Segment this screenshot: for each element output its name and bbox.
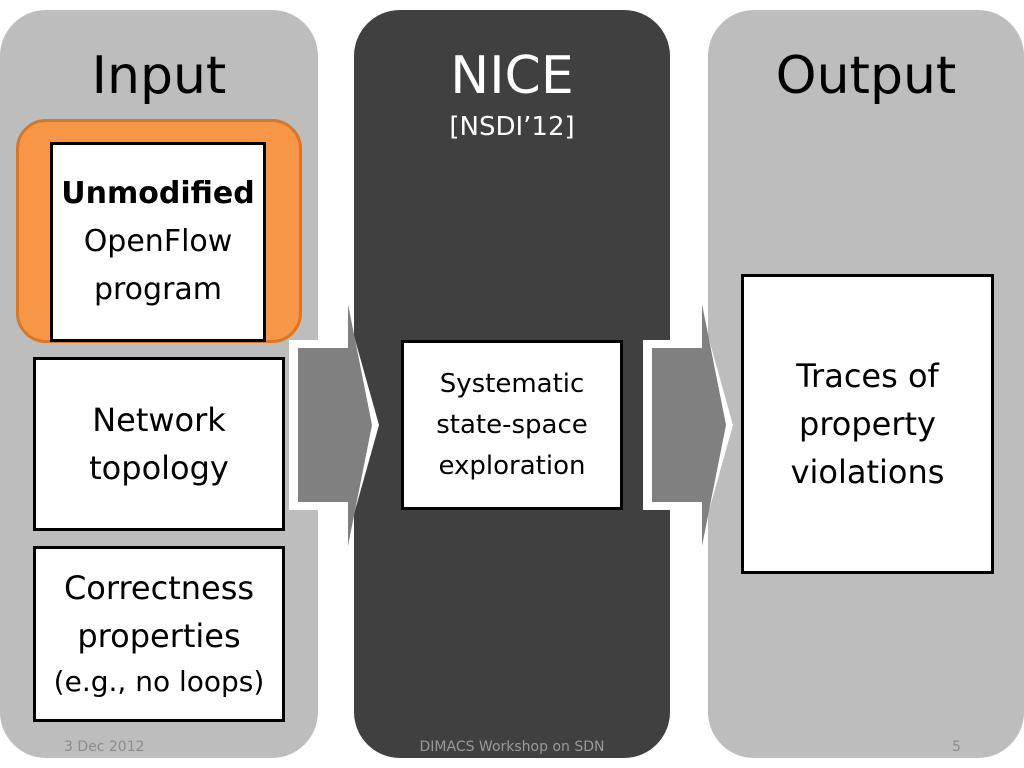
traces-line-3: violations <box>790 453 945 491</box>
program-line-1: Unmodified <box>61 176 255 211</box>
footer-date: 3 Dec 2012 <box>64 739 145 755</box>
openflow-program-box: Unmodified OpenFlow program <box>50 142 266 342</box>
network-topology-box: Network topology <box>33 357 285 531</box>
program-line-2: OpenFlow <box>83 224 233 259</box>
topology-line-2: topology <box>89 449 229 487</box>
property-violation-traces-box: Traces of property violations <box>741 274 994 574</box>
nice-subtitle: [NSDI’12] <box>449 112 575 142</box>
correctness-properties-box: Correctness properties (e.g., no loops) <box>33 546 285 722</box>
nice-to-output-arrow <box>643 293 733 557</box>
properties-line-1: Correctness <box>63 569 255 607</box>
exploration-line-2: state-space <box>436 409 588 440</box>
properties-line-2: properties <box>77 617 241 655</box>
output-title: Output <box>775 46 957 106</box>
nice-title: NICE <box>450 46 574 106</box>
traces-line-1: Traces of <box>796 357 939 395</box>
input-to-nice-arrow <box>289 293 379 557</box>
footer-event: DIMACS Workshop on SDN <box>419 739 605 755</box>
exploration-line-3: exploration <box>438 450 586 481</box>
program-line-3: program <box>93 272 223 307</box>
traces-line-2: property <box>799 405 936 443</box>
input-title: Input <box>91 46 227 106</box>
exploration-line-1: Systematic <box>439 368 585 399</box>
properties-line-3: (e.g., no loops) <box>53 665 265 698</box>
footer-page-number: 5 <box>952 739 961 755</box>
state-space-exploration-box: Systematic state-space exploration <box>401 340 623 510</box>
topology-line-1: Network <box>92 401 226 439</box>
